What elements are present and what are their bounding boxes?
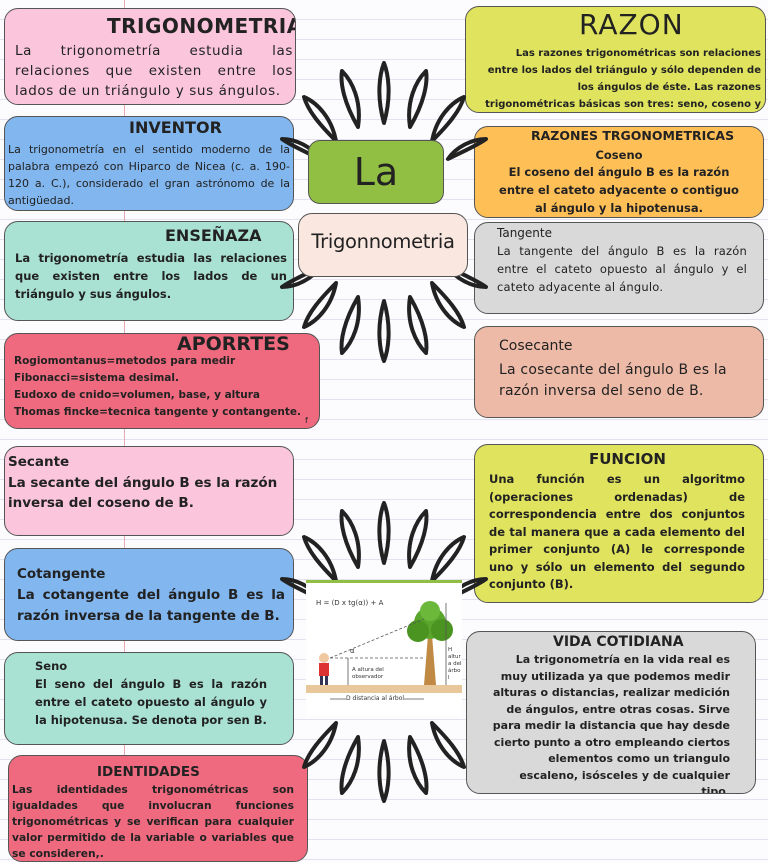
notebook-margin-line [124, 0, 125, 862]
aportes-title: APORRTES [177, 333, 290, 355]
razon-card: RAZON Las razones trigonométricas son re… [465, 6, 766, 113]
aportes-line: Eudoxo de cnido=volumen, base, y altura [14, 389, 261, 401]
seno-card: Seno El seno del ángulo B es la razón en… [4, 652, 294, 745]
ensenanza-title: ENSEÑAZA [165, 226, 262, 245]
center-la-text: La [353, 150, 399, 194]
vida-cotidiana-text: La trigonometría en la vida real es muy … [492, 653, 730, 794]
identidades-text: Las identidades trigonométricas son igua… [12, 783, 294, 860]
tree-measurement-drawing [306, 601, 462, 700]
cosecante-card: Cosecante La cosecante del ángulo B es l… [474, 326, 764, 418]
rays-bottom-decoration [280, 501, 488, 803]
aportes-line: Thomas fincke=tecnica tangente y contang… [14, 406, 302, 418]
illustration-distance-label: D distancia al árbol [346, 695, 405, 702]
inventor-text: La trigonometría en el sentido moderno d… [8, 143, 290, 207]
cotangente-title: Cotangente [17, 566, 106, 582]
seno-title: Seno [35, 659, 68, 673]
ensenanza-text: La trigonometría estudia las relaciones … [15, 251, 287, 301]
secante-text: La secante del ángulo B es la razón inve… [8, 475, 278, 511]
funcion-title: FUNCION [589, 450, 666, 468]
aportes-line: Rogiomontanus=metodos para medir [14, 355, 236, 367]
illustration-tree-height-label: H altura del árbol [448, 647, 462, 681]
razones-card: RAZONES TRGONOMETRICAS Coseno El coseno … [474, 126, 764, 218]
trigonometria-text: La trigonometría estudia las relaciones … [15, 43, 293, 99]
illustration-alpha-label: α [350, 647, 355, 655]
aportes-card: APORRTES Rogiomontanus=metodos para medi… [4, 333, 320, 429]
inventor-card: INVENTOR La trigonometría en el sentido … [4, 116, 294, 211]
funcion-text: Una función es un algoritmo (operaciones… [489, 472, 745, 591]
tangente-card: Tangente La tangente del ángulo B es la … [474, 222, 764, 314]
vida-cotidiana-card: VIDA COTIDIANA La trigonometría en la vi… [466, 631, 756, 794]
razon-title: RAZON [579, 8, 684, 41]
seno-text: El seno del ángulo B es la razón entre e… [35, 677, 267, 727]
razones-text: El coseno del ángulo B es la razón entre… [499, 165, 739, 215]
cosecante-title: Cosecante [499, 338, 573, 354]
funcion-card: FUNCION Una función es un algoritmo (ope… [474, 444, 764, 603]
illustration-observer-height-label: A altura del observador [352, 667, 384, 680]
cotangente-text: La cotangente del ángulo B es la razón i… [17, 587, 285, 624]
razones-subtitle: Coseno [595, 148, 643, 162]
secante-title: Secante [8, 454, 70, 470]
illustration-formula: H = (D x tg(α)) + A [316, 599, 384, 607]
vida-cotidiana-title: VIDA COTIDIANA [553, 634, 684, 650]
tangente-title: Tangente [497, 226, 552, 240]
aportes-line: Fibonacci=sistema desimal. [14, 372, 179, 384]
trigonometria-title: TRIGONOMETRIA [107, 14, 296, 38]
identidades-title: IDENTIDADES [97, 764, 200, 780]
secante-card: Secante La secante del ángulo B es la ra… [4, 446, 294, 536]
tree-measurement-illustration: H = (D x tg(α)) + A α A altura del obser… [306, 580, 462, 715]
center-title-box: Trigonnometria [298, 213, 468, 277]
trigonometria-card: TRIGONOMETRIA La trigonometría estudia l… [4, 8, 296, 105]
inventor-title: INVENTOR [129, 118, 222, 137]
center-title-text: Trigonnometria [311, 230, 455, 253]
aportes-mark: f [305, 416, 308, 425]
razones-title: RAZONES TRGONOMETRICAS [531, 128, 735, 143]
center-la-box: La [308, 140, 444, 204]
identidades-card: IDENTIDADES Las identidades trigonométri… [8, 755, 308, 862]
tangente-text: La tangente del ángulo B es la razón ent… [497, 244, 747, 294]
cotangente-card: Cotangente La cotangente del ángulo B es… [4, 548, 294, 641]
cosecante-text: La cosecante del ángulo B es la razón in… [499, 362, 727, 399]
razon-text: Las razones trigonométricas son relacion… [485, 48, 761, 110]
ensenanza-card: ENSEÑAZA La trigonometría estudia las re… [4, 221, 294, 321]
